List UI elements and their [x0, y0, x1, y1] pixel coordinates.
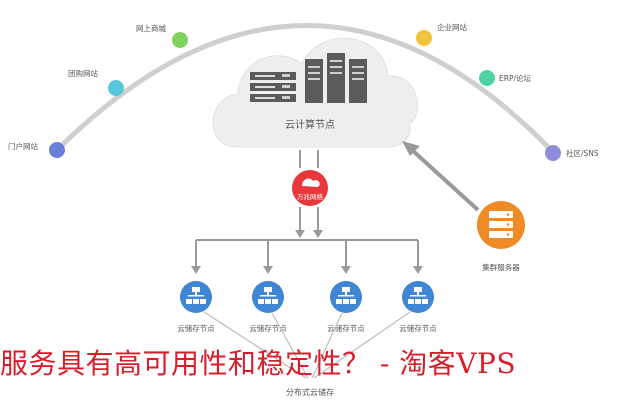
- cluster-arrow: [402, 141, 480, 212]
- arc-node-groupbuy: 团购网站: [68, 68, 124, 96]
- arc-node-label: 团购网站: [68, 68, 98, 78]
- arc-node-label: ERP/论坛: [499, 73, 531, 83]
- hierarchy-icon: [186, 287, 206, 304]
- storage-node-label: 云储存节点: [177, 323, 215, 333]
- distribution-arrowheads: [191, 266, 423, 274]
- hierarchy-icon: [258, 287, 278, 304]
- storage-node-circle: [330, 281, 362, 313]
- storage-node-label: 云储存节点: [327, 323, 365, 333]
- arc-node-dot: [479, 70, 495, 86]
- storage-node-3: 云储存节点: [327, 281, 365, 333]
- cloud-compute-node: 云计算节点: [212, 37, 419, 148]
- arc-node-label: 网上商城: [136, 23, 166, 33]
- arc-node-mall: 网上商城: [136, 23, 188, 48]
- cluster-server: 集群服务器: [477, 201, 525, 272]
- converging-lines: [203, 311, 411, 379]
- cloud-label: 云计算节点: [285, 118, 335, 131]
- cloud-down-arrows: [299, 150, 319, 168]
- storage-node-4: 云储存节点: [399, 281, 437, 333]
- hierarchy-icon: [408, 287, 428, 304]
- distribution-lines: [195, 239, 419, 268]
- arc-node-enterprise: 企业网站: [416, 22, 467, 46]
- cluster-server-label: 集群服务器: [482, 262, 520, 272]
- storage-node-label: 云储存节点: [249, 323, 287, 333]
- storage-node-2: 云储存节点: [249, 281, 287, 333]
- storage-node-circle: [252, 281, 284, 313]
- connection-arc: [55, 23, 555, 154]
- arc-node-sns: 社区/SNS: [545, 145, 599, 161]
- arc-node-label: 门户网站: [8, 141, 38, 151]
- server-icon: [489, 211, 513, 238]
- storage-node-label: 云储存节点: [399, 323, 437, 333]
- arc-node-erp: ERP/论坛: [479, 70, 531, 86]
- arc-node-label: 企业网站: [437, 22, 467, 32]
- arc-node-dot: [108, 80, 124, 96]
- hierarchy-icon: [336, 287, 356, 304]
- arc-node-dot: [172, 32, 188, 48]
- storage-node-circle: [180, 281, 212, 313]
- cloud-icon: [302, 178, 320, 187]
- storage-node-1: 云储存节点: [177, 281, 215, 333]
- arc-node-dot: [416, 30, 432, 46]
- caption-overlay: 服务具有高可用性和稳定性？ - 淘客VPS: [0, 347, 517, 380]
- distributed-storage-label: 分布式云储存: [286, 387, 334, 397]
- storage-node-circle: [402, 281, 434, 313]
- network-badge: 万兆网络: [292, 170, 328, 206]
- server-tower-icon: [305, 53, 367, 103]
- arc-node-portal: 门户网站: [8, 141, 65, 158]
- arc-node-label: 社区/SNS: [566, 148, 599, 158]
- network-badge-label: 万兆网络: [297, 192, 324, 201]
- badge-down-arrows: [295, 207, 323, 238]
- server-rack-icon: [250, 72, 296, 102]
- network-badge-circle: [292, 170, 328, 206]
- arc-node-dot: [545, 145, 561, 161]
- arc-node-dot: [49, 142, 65, 158]
